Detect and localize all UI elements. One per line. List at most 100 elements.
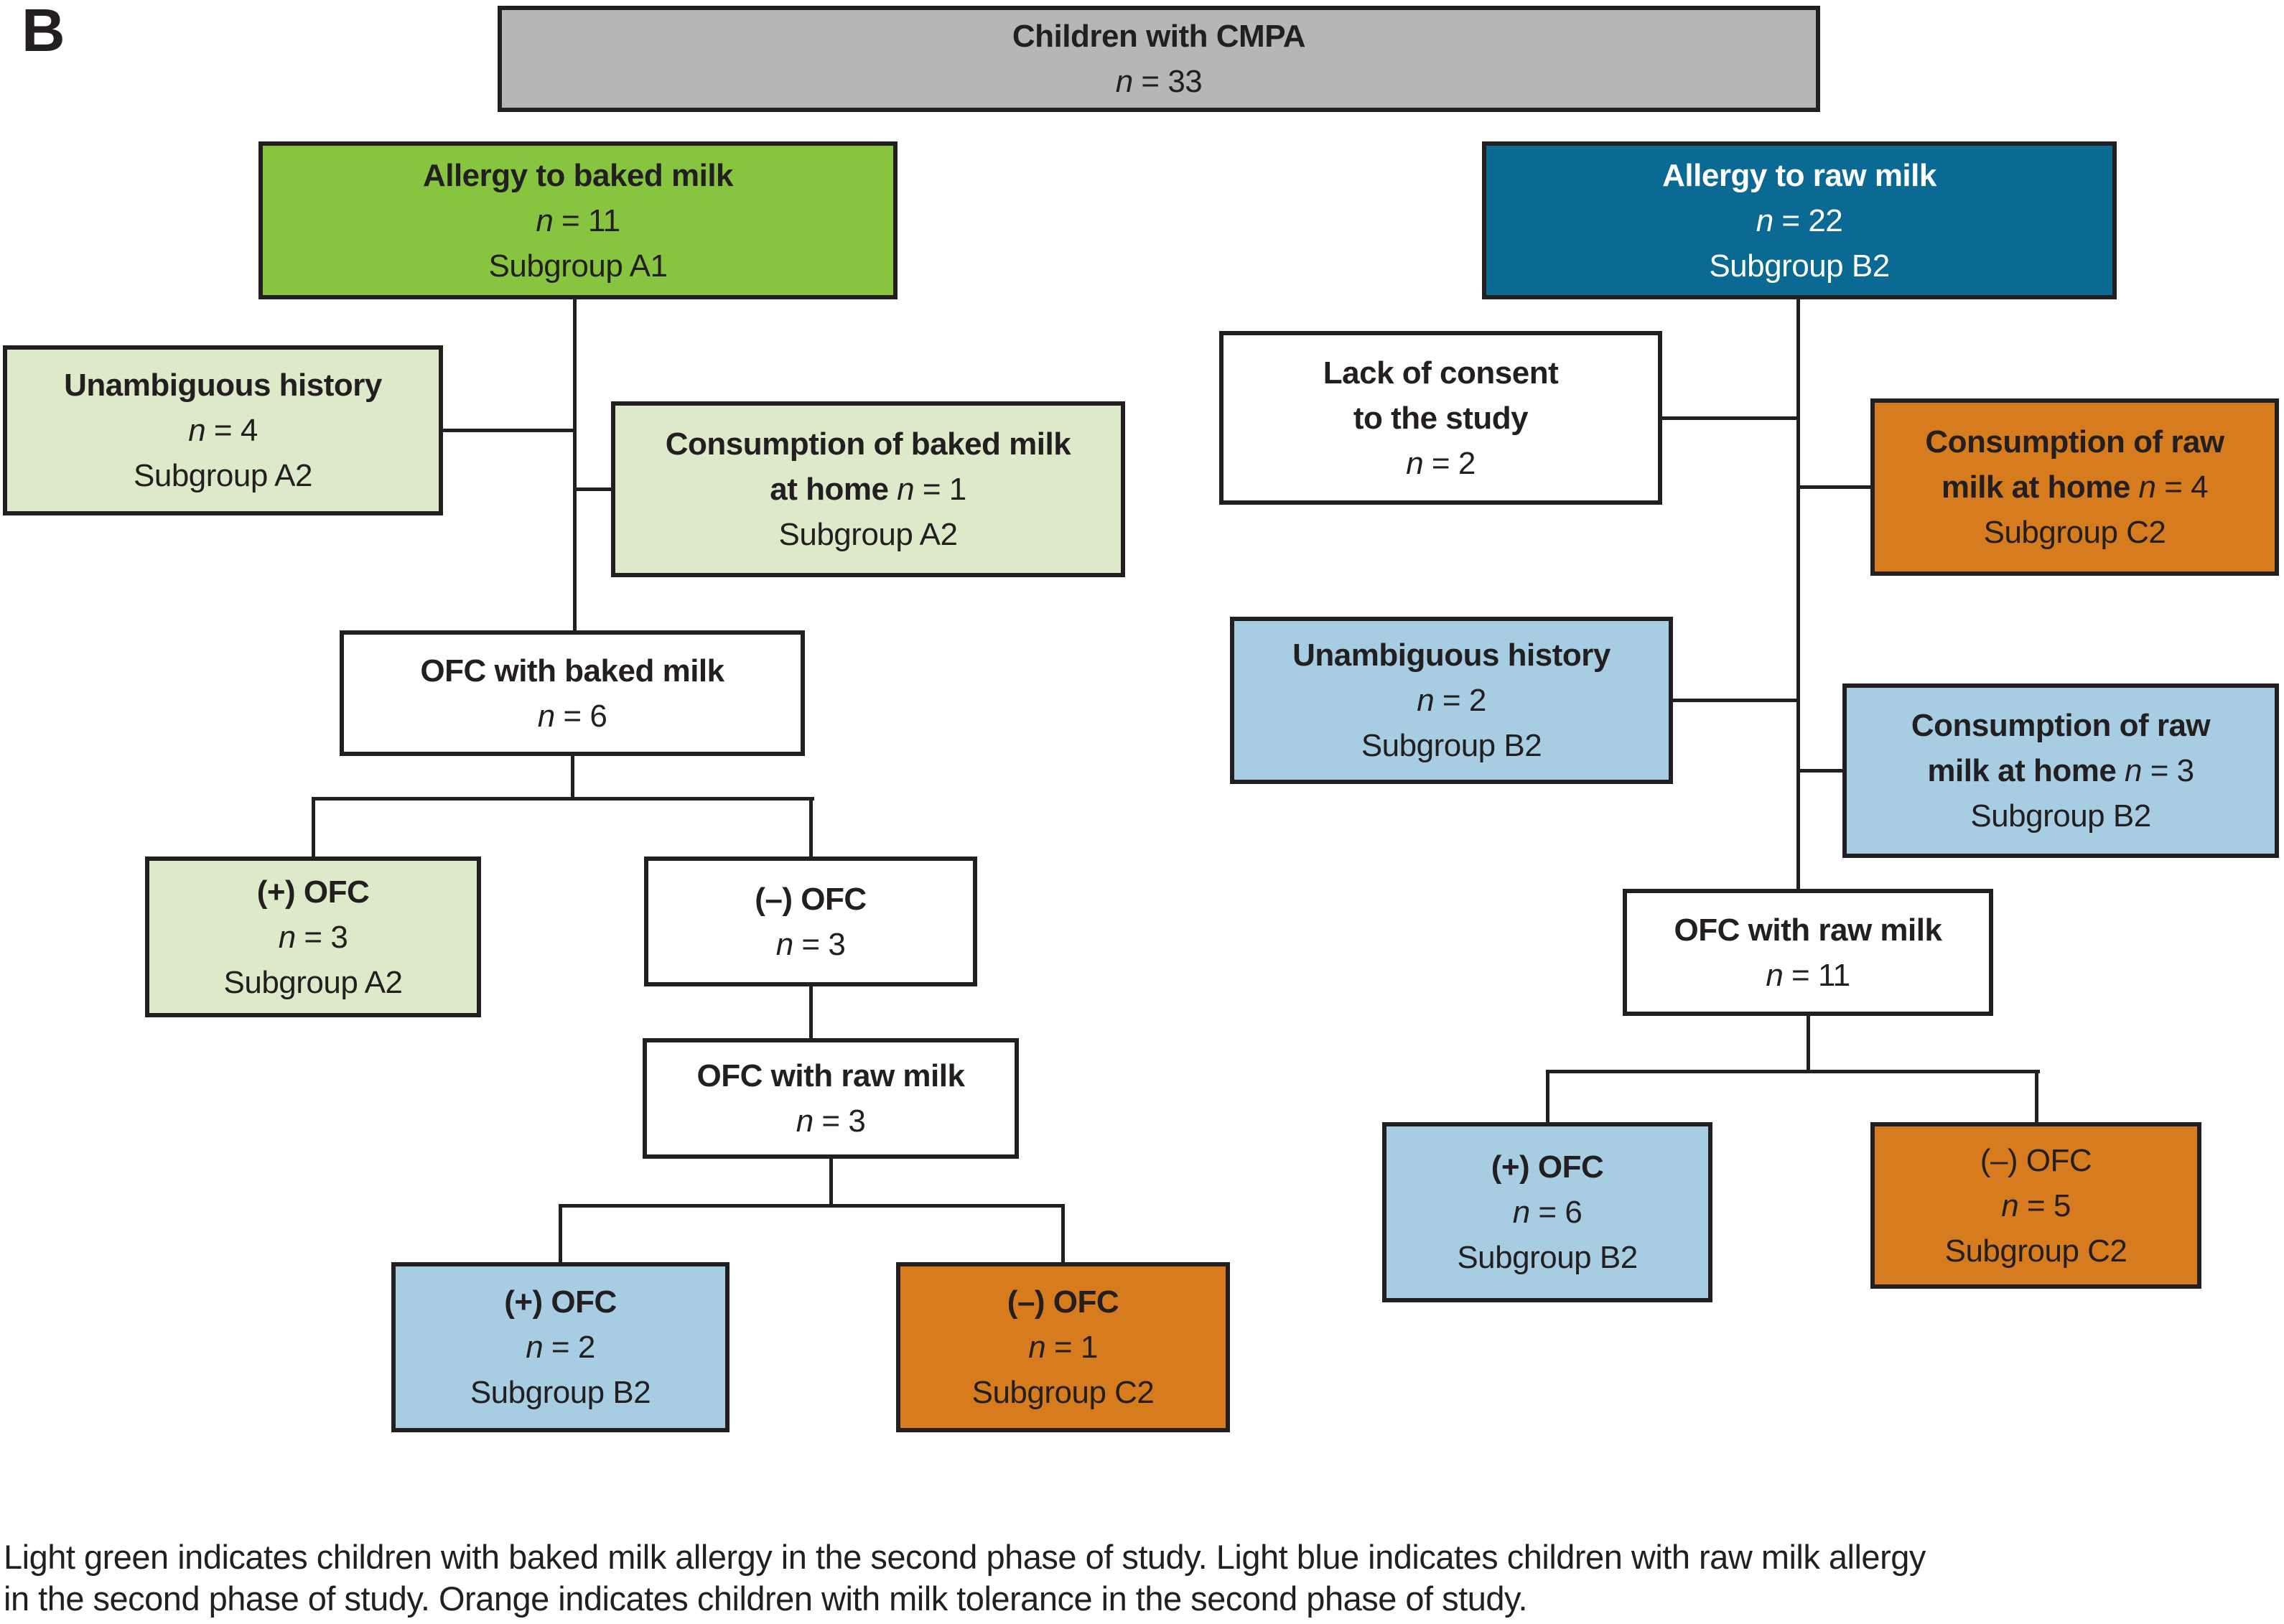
flow-connector-line [573,487,613,491]
flow-box-line: n = 22 [1756,198,1843,243]
flow-box-line: n = 11 [536,198,620,243]
flow-box-text-segment: = 3 [2142,753,2194,788]
flow-connector-line [1673,699,1799,702]
flow-box-text-segment: Subgroup A2 [134,458,312,493]
flow-box-line: n = 2 [526,1325,595,1370]
flow-box-text-segment: n [1766,957,1784,993]
flow-box-text-segment: = 11 [553,202,620,238]
flow-box-line: Subgroup B2 [1709,243,1890,289]
flow-box-text-segment: Consumption of raw [1911,708,2211,743]
flow-box-unambiguous-history-a2: Unambiguous history n = 4 Subgroup A2 [3,345,443,515]
flow-box-text-segment: n [1028,1330,1046,1365]
flow-box-line: Subgroup C2 [972,1370,1155,1415]
flow-box-line: Subgroup C2 [1945,1228,2127,1274]
flow-connector-line [1796,299,1800,889]
flow-box-text-segment: Consumption of raw [1925,424,2224,459]
flow-box-text-segment: Unambiguous history [64,368,382,403]
flow-box-line: (+) OFC [504,1279,617,1325]
flow-box-line: OFC with raw milk [1674,907,1942,953]
flow-box-text-segment: Subgroup B2 [470,1375,651,1410]
flow-box-minus-ofc-mid: (–) OFC n = 3 [644,857,977,986]
flow-box-text-segment: Subgroup B2 [1361,728,1542,763]
flow-box-text-segment: (–) OFC [1007,1284,1119,1320]
flow-connector-line [1662,416,1799,420]
flow-box-text-segment: Subgroup A2 [778,517,958,552]
flow-box-line: Subgroup A1 [489,243,668,289]
flow-box-text-segment: milk at home [1927,753,2125,788]
flow-box-text-segment: = 4 [205,413,258,448]
flow-box-line: n = 3 [776,922,846,967]
flow-box-line: Consumption of raw [1925,419,2224,465]
flow-box-text-segment: = 2 [1434,683,1486,718]
flow-box-text-segment: n [796,1103,814,1139]
flow-box-text-segment: (–) OFC [755,881,867,917]
flow-box-line: Children with CMPA [1012,14,1306,59]
flow-box-line: n = 33 [1116,59,1203,104]
flow-box-text-segment: = 1 [1045,1330,1098,1365]
flow-box-text-segment: n [188,413,206,448]
flow-box-text-segment: = 6 [554,698,607,734]
flow-box-line: Subgroup B2 [1457,1235,1638,1280]
flow-box-text-segment: Subgroup B2 [1970,798,2151,834]
flow-box-text-segment: Subgroup B2 [1709,248,1890,284]
flow-box-text-segment: n [1512,1195,1530,1230]
flow-box-allergy-baked-milk: Allergy to baked milk n = 11 Subgroup A1 [258,141,898,299]
flow-box-text-segment: n [1756,202,1773,238]
flow-box-line: Subgroup A2 [224,960,403,1005]
flow-box-text-segment: Allergy to baked milk [422,157,734,193]
flow-box-text-segment: n [278,919,296,955]
flow-box-text-segment: = 2 [1423,445,1476,481]
flow-box-line: n = 5 [2001,1183,2071,1228]
flow-box-line: Unambiguous history [64,363,382,408]
flow-box-line: n = 3 [279,915,348,960]
flow-box-text-segment: n [897,472,915,507]
flow-box-text-segment: Subgroup C2 [1944,1233,2127,1269]
flow-box-text-segment: = 33 [1132,64,1203,99]
flow-box-text-segment: = 1 [914,472,966,507]
flow-box-text-segment: Unambiguous history [1292,638,1611,673]
flow-box-text-segment: OFC with raw milk [696,1058,965,1093]
flow-box-line: milk at home n = 3 [1927,748,2194,793]
flow-connector-line [1796,769,1842,773]
flow-box-text-segment: Allergy to raw milk [1662,157,1936,193]
panel-label: B [22,0,65,64]
flow-box-text-segment: = 6 [1529,1195,1583,1230]
flow-box-text-segment: Subgroup A1 [488,248,668,284]
flow-box-line: (–) OFC [1980,1138,2092,1183]
flow-box-text-segment: (+) OFC [1491,1149,1604,1185]
flow-box-line: (+) OFC [1491,1144,1604,1190]
flow-connector-line [573,299,577,630]
flow-box-text-segment: = 11 [1783,957,1850,993]
flow-box-line: Consumption of raw [1911,703,2211,748]
flow-box-text-segment: Children with CMPA [1012,19,1306,54]
flow-box-allergy-raw-milk: Allergy to raw milk n = 22 Subgroup B2 [1482,141,2117,299]
flow-box-text-segment: n [775,926,793,962]
flow-box-text-segment: at home [770,472,898,507]
flow-box-line: n = 2 [1406,441,1476,486]
flow-box-text-segment: n [2125,753,2143,788]
flow-box-consumption-raw-milk-b2: Consumption of raw milk at home n = 3 Subg… [1842,683,2279,858]
flow-connector-line [1061,1204,1065,1262]
flow-box-line: n = 1 [1028,1325,1098,1370]
flow-box-text-segment: = 22 [1773,202,1843,238]
flow-box-text-segment: = 5 [2018,1187,2071,1223]
flow-box-line: Lack of consent [1323,350,1559,396]
flow-box-line: Allergy to raw milk [1662,153,1936,198]
flow-connector-line [809,986,813,1038]
flow-box-line: n = 11 [1766,953,1850,998]
flow-connector-line [2035,1070,2038,1122]
flow-box-text-segment: n [1406,445,1424,481]
flow-connector-line [809,797,813,857]
flow-connector-line [1796,485,1870,489]
flow-box-line: Subgroup A2 [779,512,958,557]
flow-box-ofc-raw-milk-3: OFC with raw milk n = 3 [643,1038,1019,1159]
flow-box-text-segment: = 2 [543,1330,595,1365]
figure-caption-line2: in the second phase of study. Orange ind… [4,1579,1528,1618]
flow-box-text-segment: (+) OFC [256,874,370,910]
flow-box-line: n = 3 [796,1098,866,1144]
